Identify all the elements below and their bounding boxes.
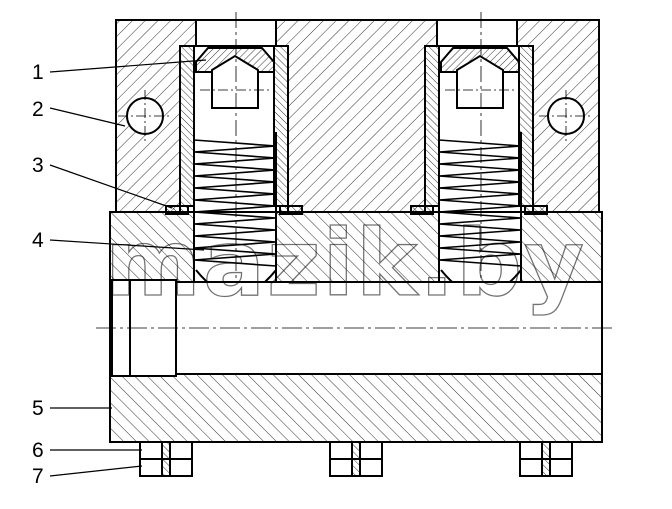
watermark-logo: mazik.by: [105, 210, 586, 317]
leader-lines: [49, 59, 207, 477]
label-part-2: 2: [32, 98, 44, 121]
body-hole-right: [539, 90, 593, 142]
lower-body: [96, 211, 616, 443]
bottom-screw-left: [139, 441, 193, 477]
label-part-6: 6: [32, 439, 44, 462]
label-part-4: 4: [32, 229, 44, 252]
bottom-screw-center: [329, 441, 383, 477]
label-part-7: 7: [32, 465, 44, 488]
label-part-1: 1: [32, 61, 44, 84]
label-part-3: 3: [32, 154, 44, 177]
label-part-5: 5: [32, 397, 44, 420]
body-hole-left: [118, 90, 172, 142]
plunger-assembly-right: [410, 12, 548, 315]
bottom-screw-right: [519, 441, 573, 477]
